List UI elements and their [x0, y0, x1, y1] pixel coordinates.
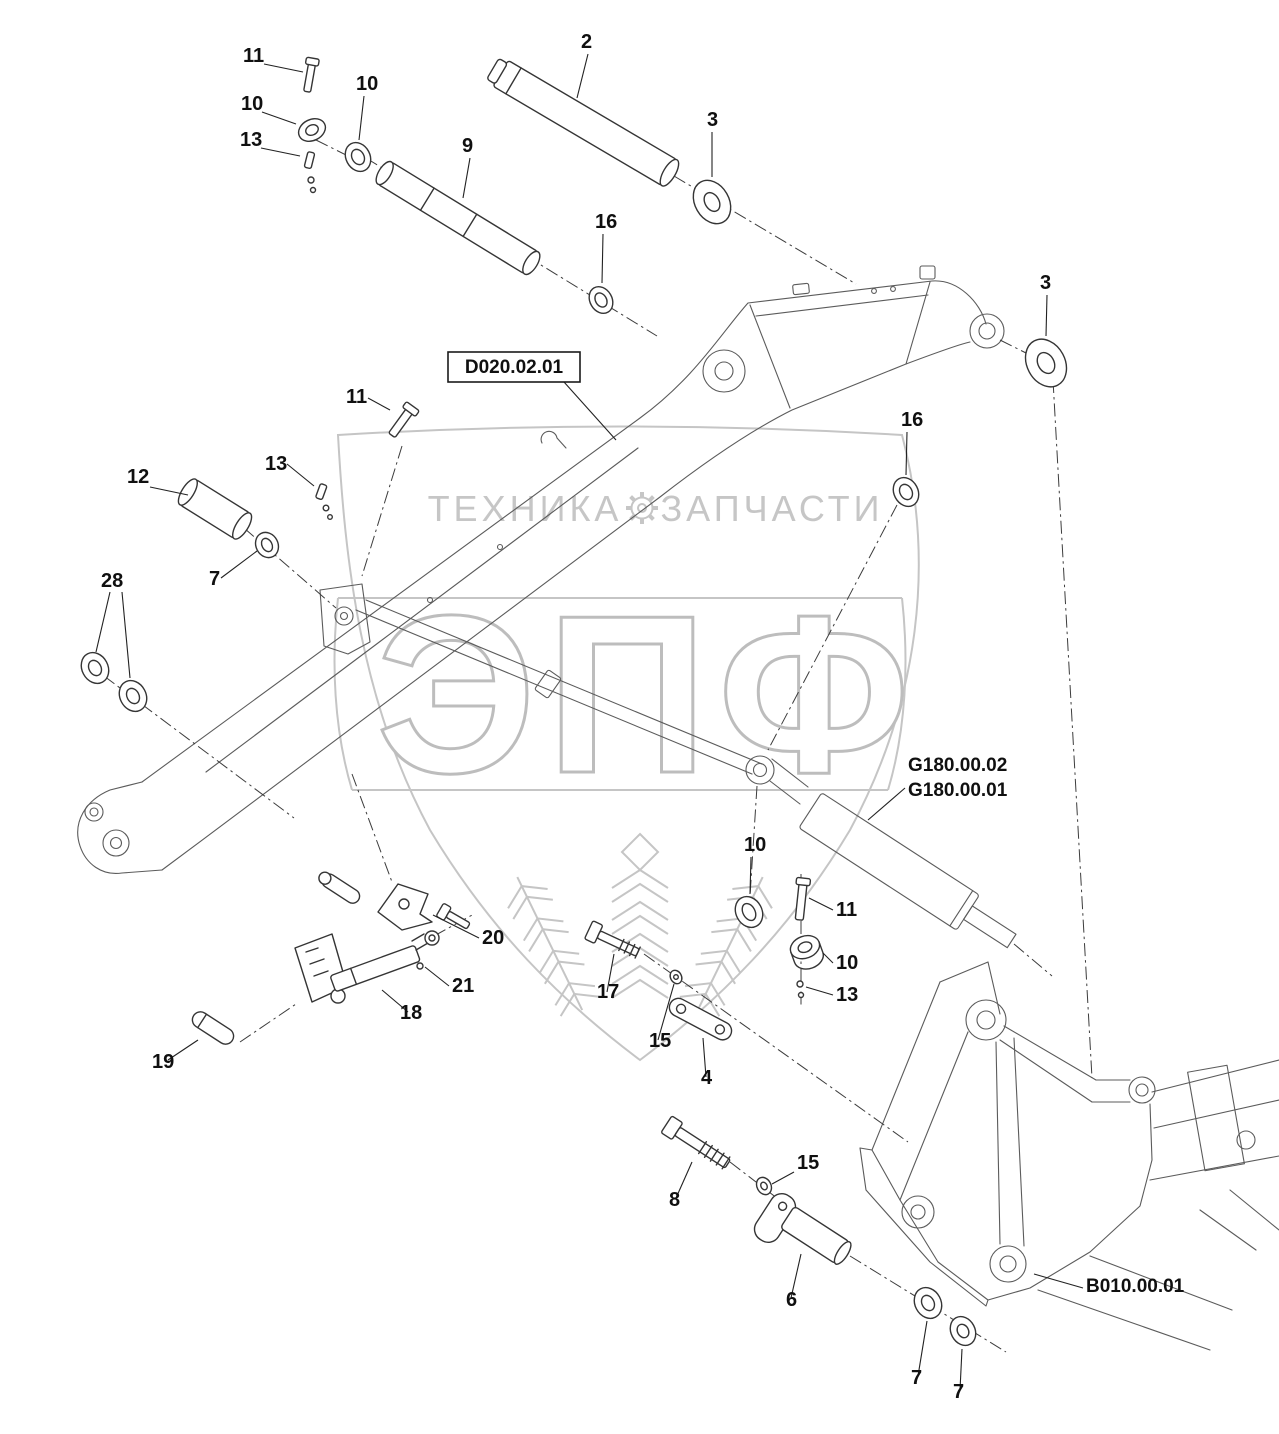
part-10-ring-center — [734, 895, 764, 929]
part-label-19: 19 — [152, 1051, 174, 1073]
part-label-18: 18 — [400, 1002, 422, 1024]
part-label-16-right: 16 — [901, 409, 923, 431]
part-label-11-top: 11 — [243, 45, 264, 67]
part-label-7-bottom-b: 7 — [953, 1381, 964, 1403]
part-label-10-center: 10 — [744, 834, 766, 856]
part-label-7-bottom-a: 7 — [911, 1367, 922, 1389]
part-13-screw-mid — [315, 483, 334, 521]
part-18-tensioner — [294, 871, 440, 1004]
part-label-17: 17 — [597, 981, 619, 1003]
wheat-ornament — [507, 832, 773, 1017]
part-label-13-top: 13 — [240, 129, 262, 151]
watermark-shield: ТЕХНИКА ЗАПЧАСТИ ЭПФ — [333, 425, 920, 1062]
part-12-bushing — [177, 478, 253, 540]
part-13-screw-top — [303, 151, 317, 194]
part-label-3-top: 3 — [707, 109, 718, 131]
part-label-2: 2 — [581, 31, 592, 53]
part-16-ring-top — [588, 285, 614, 315]
part-2-pin — [487, 58, 680, 187]
part-19-pin — [191, 1011, 235, 1045]
part-3-washer-right — [1024, 338, 1068, 388]
ref-code-boom: D020.02.01 — [447, 351, 581, 383]
part-15-washer-center — [669, 969, 683, 985]
part-label-20: 20 — [482, 927, 504, 949]
watermark-word-right: ЗАПЧАСТИ — [660, 488, 883, 529]
watermark-word-left: ТЕХНИКА — [428, 488, 623, 529]
ref-code-boom-label: D020.02.01 — [465, 357, 564, 378]
part-label-15-lower: 15 — [797, 1152, 819, 1174]
part-13-washers-center — [796, 980, 805, 999]
part-28-rings — [80, 651, 148, 713]
part-label-13-center: 13 — [836, 984, 858, 1006]
part-label-6: 6 — [786, 1289, 797, 1311]
part-15-washer-lower — [755, 1176, 773, 1196]
part-4-link — [668, 997, 733, 1041]
part-label-16-top: 16 — [595, 211, 617, 233]
part-11-pin-mid — [388, 401, 420, 438]
mount-frame — [859, 961, 1279, 1351]
ref-code-frame: B010.00.01 — [1086, 1276, 1185, 1297]
part-label-4: 4 — [701, 1067, 713, 1089]
part-17-bolt — [584, 920, 641, 959]
part-label-21: 21 — [452, 975, 474, 997]
part-10-ring-top — [344, 141, 372, 173]
part-label-9: 9 — [462, 135, 473, 157]
part-6-pin — [753, 1193, 852, 1265]
part-21-bolt — [416, 903, 471, 970]
part-label-3-right: 3 — [1040, 272, 1051, 294]
ref-code-cylinder-bottom: G180.00.01 — [908, 780, 1008, 801]
part-7-ring-mid — [254, 531, 280, 559]
part-16-ring-right — [892, 476, 920, 508]
part-label-28: 28 — [101, 570, 123, 592]
part-11-pin-top — [303, 56, 320, 93]
part-label-10-top: 10 — [241, 93, 263, 115]
ref-code-cylinder-top: G180.00.02 — [908, 755, 1007, 776]
hydraulic-cylinder — [745, 755, 1017, 949]
part-9-pin — [375, 160, 541, 276]
part-label-7-mid: 7 — [209, 568, 220, 590]
part-label-8: 8 — [669, 1189, 680, 1211]
part-label-12: 12 — [127, 466, 149, 488]
part-3-washer-top — [692, 179, 732, 225]
leader-lines — [95, 53, 1084, 1391]
part-label-10-collar: 10 — [836, 952, 858, 974]
part-number-labels: 11 10 13 10 2 9 3 16 3 11 16 13 12 7 28 … — [101, 31, 1051, 1403]
part-20-bracket — [377, 883, 433, 931]
part-7-ring-bottom-a — [913, 1286, 943, 1320]
part-10-collar-center — [789, 934, 825, 970]
part-label-15-center: 15 — [649, 1030, 671, 1052]
watermark-logo: ЭПФ — [376, 568, 920, 820]
part-label-13-mid: 13 — [265, 453, 287, 475]
part-label-10-ring-top: 10 — [356, 73, 378, 95]
part-11-pin-center — [794, 876, 812, 921]
part-7-ring-bottom-b — [949, 1315, 977, 1347]
part-10-collar-top — [297, 118, 327, 142]
part-label-11-mid: 11 — [346, 386, 367, 408]
part-label-11-center: 11 — [836, 899, 857, 921]
part-8-bolt — [661, 1115, 731, 1170]
